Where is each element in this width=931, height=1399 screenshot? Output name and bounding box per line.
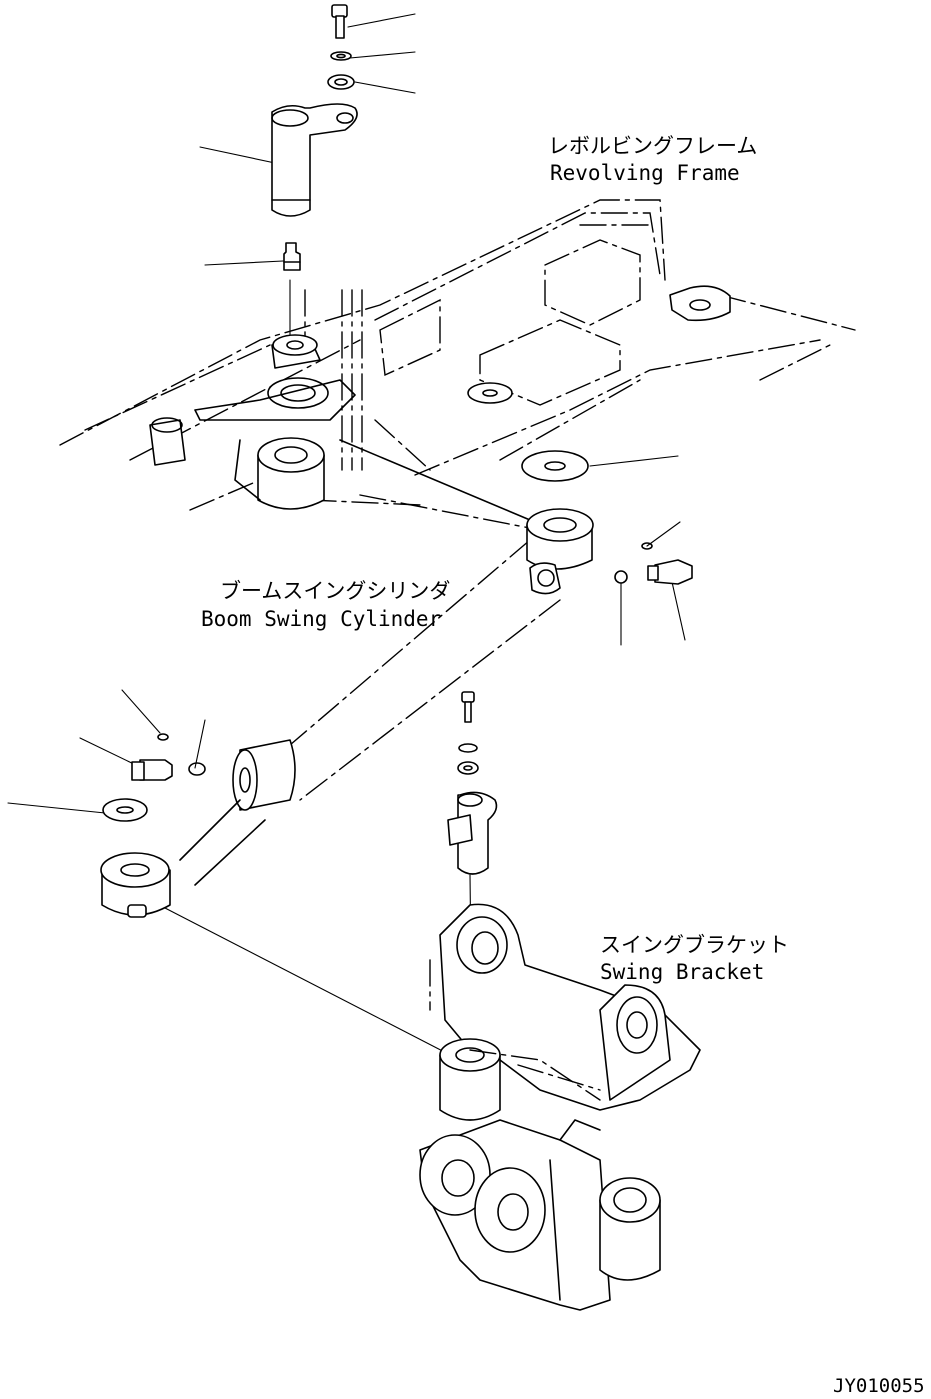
swing-bracket-label-en: Swing Bracket <box>600 960 764 984</box>
swing-bracket-label-jp: スイングブラケット <box>600 933 789 957</box>
bracket-pin-assembly <box>447 691 498 875</box>
cylinder-right-fittings <box>614 542 693 585</box>
revolving-frame-label-jp: レボルビングフレーム <box>548 134 757 158</box>
swing-bracket <box>419 903 701 1311</box>
swing-bracket-label: スイングブラケット Swing Bracket <box>600 933 789 984</box>
top-pin-assembly <box>271 4 358 271</box>
boom-swing-cylinder-label-jp: ブームスイングシリンダ <box>220 579 450 603</box>
boom-swing-cylinder-label: ブームスイングシリンダ Boom Swing Cylinder <box>201 579 450 631</box>
boom-swing-cylinder-label-en: Boom Swing Cylinder <box>201 607 441 631</box>
revolving-frame-label: レボルビングフレーム Revolving Frame <box>548 134 757 185</box>
revolving-frame <box>59 199 856 511</box>
leader-lines <box>7 13 686 1061</box>
boom-swing-cylinder <box>100 439 594 918</box>
drawing-code: JY010055 <box>833 1375 925 1397</box>
cylinder-left-fittings <box>102 733 206 822</box>
large-washer-right <box>521 450 589 482</box>
revolving-frame-label-en: Revolving Frame <box>550 161 740 185</box>
